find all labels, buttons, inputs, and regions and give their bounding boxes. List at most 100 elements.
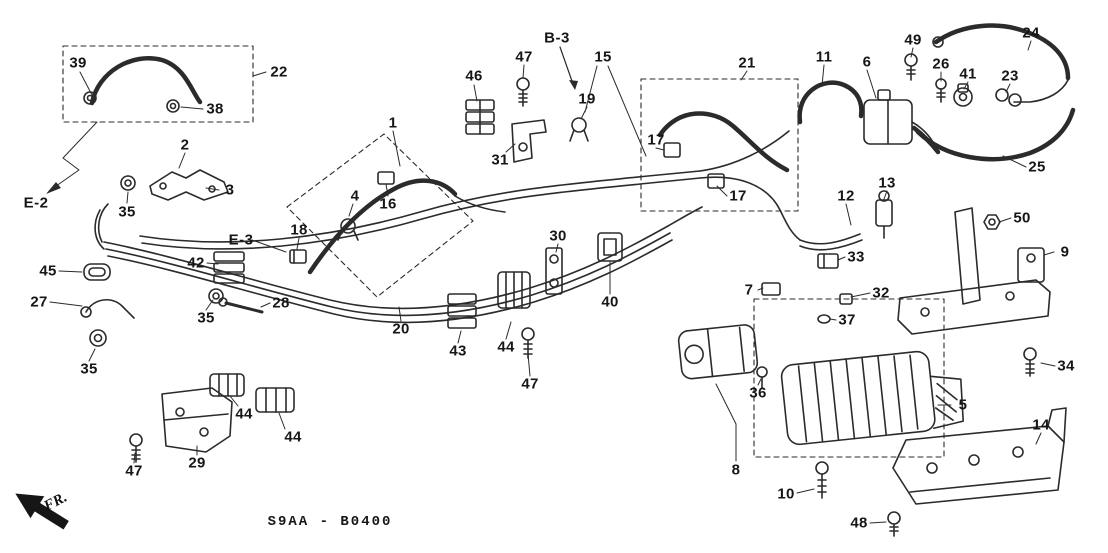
part-label-47-3: 47 bbox=[125, 462, 143, 480]
clip-16 bbox=[377, 171, 395, 185]
hose-25 bbox=[915, 107, 1076, 162]
part-label-24: 24 bbox=[1022, 24, 1040, 42]
part-label-1: 1 bbox=[388, 114, 398, 132]
part-label-31: 31 bbox=[491, 151, 509, 169]
part-label-17-2: 17 bbox=[729, 187, 747, 205]
part-label-16: 16 bbox=[379, 195, 397, 213]
grommet-35c bbox=[89, 329, 107, 347]
part-label-15: 15 bbox=[594, 48, 612, 66]
bolt-49 bbox=[904, 53, 918, 81]
clamp-19 bbox=[569, 117, 589, 142]
bracket-29 bbox=[161, 387, 233, 453]
part-label-21: 21 bbox=[738, 54, 756, 72]
part-label-9: 9 bbox=[1060, 243, 1070, 261]
canister-8 bbox=[677, 324, 759, 380]
bolt-47a bbox=[516, 77, 530, 107]
clamp-39 bbox=[83, 91, 97, 105]
part-label-46: 46 bbox=[465, 67, 483, 85]
hose-22 bbox=[89, 56, 203, 106]
hose-1 bbox=[307, 178, 458, 275]
bolt-47b bbox=[521, 327, 535, 359]
clip-stack-42 bbox=[213, 251, 245, 284]
clip-44a bbox=[497, 271, 531, 309]
part-label-19: 19 bbox=[578, 90, 596, 108]
bolt-26 bbox=[935, 78, 947, 103]
part-label-30: 30 bbox=[549, 227, 567, 245]
part-label-35-3: 35 bbox=[80, 360, 98, 378]
nut-50 bbox=[983, 214, 1001, 230]
bracket-31 bbox=[511, 119, 547, 163]
part-label-b3: B-3 bbox=[544, 29, 570, 47]
hoses bbox=[89, 23, 1076, 275]
hose-11 bbox=[797, 80, 864, 125]
clamp-41 bbox=[953, 83, 973, 107]
diagram-code: S9AA - B0400 bbox=[267, 514, 393, 530]
clamp-23 bbox=[995, 88, 1022, 107]
washer-37 bbox=[817, 314, 831, 324]
part-label-3: 3 bbox=[225, 181, 235, 199]
clip-32 bbox=[839, 293, 853, 305]
grommet-45 bbox=[83, 263, 111, 281]
part-label-44-2: 44 bbox=[235, 405, 253, 423]
part-label-37: 37 bbox=[838, 311, 856, 329]
part-label-12: 12 bbox=[837, 187, 855, 205]
part-label-47-2: 47 bbox=[521, 375, 539, 393]
clip-44c bbox=[255, 387, 295, 413]
hose-21 bbox=[657, 111, 790, 173]
clip-7 bbox=[761, 282, 781, 296]
clamp-38 bbox=[166, 99, 180, 113]
part-label-26: 26 bbox=[932, 55, 950, 73]
bracket-30 bbox=[545, 247, 563, 295]
part-label-38: 38 bbox=[206, 100, 224, 118]
bracket-2-3 bbox=[149, 169, 229, 201]
part-label-36: 36 bbox=[749, 384, 767, 402]
part-label-44-1: 44 bbox=[497, 338, 515, 356]
clamp-24-end bbox=[932, 36, 944, 48]
grommet-35a bbox=[120, 175, 136, 191]
assembly-boxes bbox=[62, 45, 945, 458]
part-label-32: 32 bbox=[872, 284, 890, 302]
part-label-7: 7 bbox=[744, 281, 754, 299]
bolt-34 bbox=[1023, 347, 1037, 377]
clip-stack-46 bbox=[465, 99, 495, 135]
part-label-25: 25 bbox=[1028, 158, 1046, 176]
part-label-17-1: 17 bbox=[647, 131, 665, 149]
part-label-44-3: 44 bbox=[284, 428, 302, 446]
valve-13 bbox=[875, 190, 893, 239]
part-label-6: 6 bbox=[862, 53, 872, 71]
joint-17a bbox=[663, 142, 681, 158]
bolt-48 bbox=[887, 511, 901, 537]
bracket-9 bbox=[897, 207, 1051, 335]
clip-33 bbox=[817, 253, 839, 269]
part-label-11: 11 bbox=[815, 48, 833, 66]
bolt-10 bbox=[815, 461, 829, 499]
hook-27 bbox=[80, 299, 135, 319]
parts bbox=[80, 36, 1067, 537]
grommet-35b bbox=[208, 288, 224, 304]
part-label-e3: E-3 bbox=[228, 231, 254, 249]
plate-14 bbox=[892, 407, 1067, 505]
part-label-28: 28 bbox=[272, 294, 290, 312]
part-label-14: 14 bbox=[1032, 416, 1050, 434]
clip-18 bbox=[289, 249, 307, 264]
rod-28 bbox=[218, 297, 264, 314]
part-label-45: 45 bbox=[39, 262, 57, 280]
part-label-34: 34 bbox=[1057, 357, 1075, 375]
clamp-4 bbox=[337, 218, 359, 241]
part-label-18: 18 bbox=[290, 221, 308, 239]
part-label-22: 22 bbox=[270, 63, 288, 81]
part-label-23: 23 bbox=[1001, 67, 1019, 85]
joint-17b bbox=[707, 173, 725, 189]
front-arrow-icon bbox=[15, 493, 69, 530]
part-label-20: 20 bbox=[392, 320, 410, 338]
clip-40 bbox=[597, 232, 623, 262]
part-label-39: 39 bbox=[69, 54, 87, 72]
part-label-35-2: 35 bbox=[197, 309, 215, 327]
part-label-43: 43 bbox=[449, 342, 467, 360]
part-label-5: 5 bbox=[958, 396, 968, 414]
bolt-36 bbox=[756, 366, 768, 389]
part-label-40: 40 bbox=[601, 293, 619, 311]
part-label-50: 50 bbox=[1013, 209, 1031, 227]
part-label-41: 41 bbox=[959, 65, 977, 83]
